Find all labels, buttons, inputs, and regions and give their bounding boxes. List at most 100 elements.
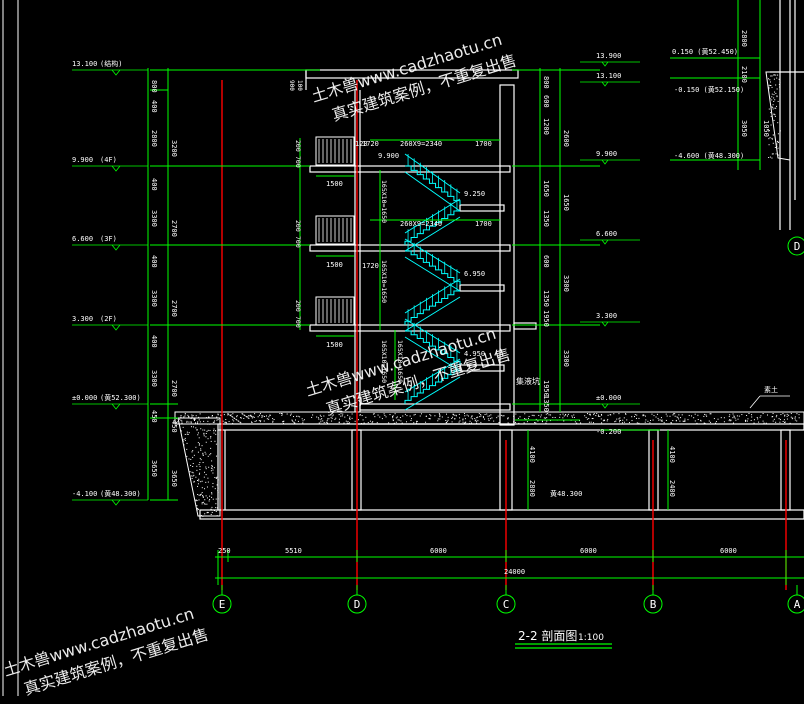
stair-flights	[404, 153, 461, 411]
title-underline	[515, 643, 612, 649]
bottom-dim: 250	[218, 547, 231, 555]
left-elev-value: 6.600	[72, 235, 93, 243]
soil-label: 素土	[764, 385, 778, 394]
left-stair-label: 9.900	[378, 152, 399, 160]
right-dim: 1350	[542, 395, 550, 412]
left-stair-label: 1720	[362, 262, 379, 270]
left-dim: 3300	[150, 290, 158, 307]
right-top-dim: 2800	[740, 30, 748, 47]
stair-label: 1700	[475, 220, 492, 228]
balconies	[315, 136, 355, 326]
left-dim: 800	[150, 80, 158, 93]
stair-label: 9.250	[464, 190, 485, 198]
basement-dims	[515, 419, 669, 510]
right-dim: 1350	[542, 210, 550, 227]
drawing-title: 2-2 剖面图	[518, 629, 577, 643]
left-elev-value: -4.100	[72, 490, 97, 498]
right-dim: 1950	[542, 380, 550, 397]
left-elev-note: (黄52.300)	[100, 393, 141, 402]
stair-label: 4.950	[464, 350, 485, 358]
left-dim: 450	[170, 420, 178, 433]
right-top-dim: 1050	[762, 120, 770, 137]
stair-label: 260X9=2340	[400, 140, 442, 148]
balcony-dim: 200	[294, 300, 302, 312]
axis-label-a: A	[794, 598, 801, 611]
basement	[199, 423, 804, 520]
right-elev: 9.900	[596, 150, 617, 158]
water-pit-label: 集液坑	[516, 376, 540, 386]
left-elev-value: 3.300	[72, 315, 93, 323]
bottom-level: 黄48.300	[550, 489, 582, 498]
balcony-dim: 200	[294, 220, 302, 232]
basement-dim-d: 2400	[668, 480, 676, 497]
axis-label-b: B	[650, 598, 657, 611]
right-top-dim: 2100	[740, 66, 748, 83]
balcony-dim: 700	[294, 316, 302, 328]
left-elev-note: (结构)	[100, 59, 122, 68]
axis-bubble-d-right	[787, 236, 804, 256]
minus-level: -0.200	[596, 428, 621, 436]
right-elev: 13.100	[596, 72, 621, 80]
left-dim: 2800	[150, 130, 158, 147]
left-dim: 3200	[170, 140, 178, 157]
hatch-dots	[176, 74, 800, 517]
left-dim: 3300	[150, 210, 158, 227]
balcony-dim: 700	[294, 156, 302, 168]
axis-label-d-right: D	[794, 240, 801, 253]
left-stair-label: 1720	[362, 140, 379, 148]
axis-label-d: D	[354, 598, 361, 611]
right-top-partial	[670, 0, 761, 170]
left-stair-label: 1500	[326, 180, 343, 188]
left-dim: 2700	[170, 300, 178, 317]
left-elev-note: (3F)	[100, 235, 117, 243]
left-elev-note: (黄48.300)	[100, 489, 141, 498]
right-dim: 1650	[562, 194, 570, 211]
left-elev-note: (4F)	[100, 156, 117, 164]
left-dim: 3300	[150, 370, 158, 387]
right-top-dim: 3050	[740, 120, 748, 137]
axis-lines	[221, 80, 787, 590]
bottom-dim: 6000	[720, 547, 737, 555]
right-dim: 1950	[542, 310, 550, 327]
stair-vertical: 165X10=1650	[380, 340, 388, 383]
stair-label: 6.950	[464, 270, 485, 278]
basement-dim-c: 4100	[668, 446, 676, 463]
balcony-dim: 700	[294, 236, 302, 248]
right-elev: ±0.000	[596, 394, 621, 402]
bottom-dimensions	[215, 550, 804, 585]
ground-hatch	[174, 71, 804, 517]
left-dim: 400	[150, 178, 158, 191]
right-top-elev: -4.600 (黄48.300)	[674, 151, 744, 160]
stair-label: 1700	[475, 140, 492, 148]
bottom-dim: 6000	[430, 547, 447, 555]
right-top-walls	[770, 0, 804, 230]
left-dim: 2700	[170, 380, 178, 397]
roof-dim: 900	[288, 80, 295, 91]
right-dim: 1650	[542, 180, 550, 197]
basement-dim-a: 4100	[528, 446, 536, 463]
building-section	[305, 69, 537, 426]
left-stair-label: 1500	[326, 261, 343, 269]
balcony-dim: 200	[294, 140, 302, 152]
right-elev: 3.300	[596, 312, 617, 320]
right-elev: 6.600	[596, 230, 617, 238]
stair-label: 260X9=2340	[400, 220, 442, 228]
labels: 13.100(结构)9.900(4F)6.600(3F)3.300(2F)±0.…	[72, 30, 790, 576]
left-dim: 2700	[170, 220, 178, 237]
bottom-dim: 6000	[580, 547, 597, 555]
basement-dim-b: 2800	[528, 480, 536, 497]
left-dim: 3650	[170, 470, 178, 487]
drawing-scale: 1:100	[578, 633, 604, 643]
stair-dims	[299, 138, 500, 400]
left-elev-value: ±0.000	[72, 394, 97, 402]
left-dim: 3650	[150, 460, 158, 477]
left-stair-label: 120	[355, 140, 368, 148]
axis-label-e: E	[219, 598, 226, 611]
right-dim: 2600	[562, 130, 570, 147]
left-stair-label: 1500	[326, 341, 343, 349]
bottom-dim: 5510	[285, 547, 302, 555]
total-dim: 24000	[504, 568, 525, 576]
right-top-elev: -0.150 (黄52.150)	[674, 85, 744, 94]
